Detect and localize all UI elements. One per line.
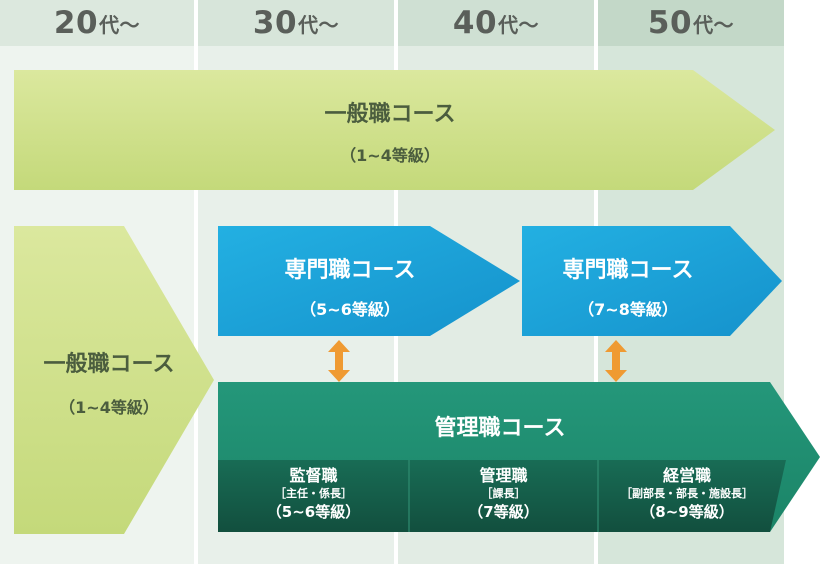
specialist-course-1-arrow — [218, 226, 520, 336]
role-grade: （8~9等級） — [640, 503, 734, 521]
transfer-arrow-icon — [328, 340, 350, 382]
age-suffix: 代〜 — [99, 12, 141, 37]
role-name: 経営職 — [662, 466, 711, 485]
specialist-course-1-grade: （5~6等級） — [300, 300, 400, 319]
general-course-top-title: 一般職コース — [324, 102, 456, 127]
age-suffix: 代〜 — [298, 12, 340, 37]
age-number: 30 — [252, 5, 298, 41]
transfer-arrow-icon — [605, 340, 627, 382]
management-role-supervisor: 監督職 ［主任・係長］ （5~6等級） — [218, 466, 409, 522]
general-course-top-grade: （1~4等級） — [340, 146, 440, 165]
role-grade: （7等級） — [468, 503, 539, 521]
age-number: 20 — [53, 5, 99, 41]
specialist-course-1-title: 専門職コース — [284, 258, 416, 283]
role-name: 監督職 — [289, 466, 338, 485]
general-course-left-title: 一般職コース — [43, 352, 175, 377]
role-positions: ［副部長・部長・施設長］ — [621, 487, 753, 500]
management-role-manager: 管理職 ［課長］ （7等級） — [409, 466, 598, 522]
management-roles-band — [218, 460, 786, 532]
management-role-executive: 経営職 ［副部長・部長・施設長］ （8~9等級） — [598, 466, 776, 522]
role-positions: ［主任・係長］ — [275, 487, 352, 500]
age-number: 50 — [647, 5, 693, 41]
age-suffix: 代〜 — [498, 12, 540, 37]
general-course-left-grade: （1~4等級） — [59, 398, 159, 417]
management-course-title: 管理職コース — [434, 416, 566, 441]
general-course-top-arrow — [14, 70, 775, 190]
specialist-course-2-title: 専門職コース — [562, 258, 694, 283]
role-positions: ［課長］ — [481, 487, 526, 500]
specialist-course-2-arrow — [522, 226, 782, 336]
age-suffix: 代〜 — [693, 12, 735, 37]
role-name: 管理職 — [479, 466, 528, 485]
age-number: 40 — [452, 5, 498, 41]
role-grade: （5~6等級） — [266, 503, 361, 521]
specialist-course-2-grade: （7~8等級） — [578, 300, 678, 319]
general-course-left-arrow — [14, 226, 214, 534]
